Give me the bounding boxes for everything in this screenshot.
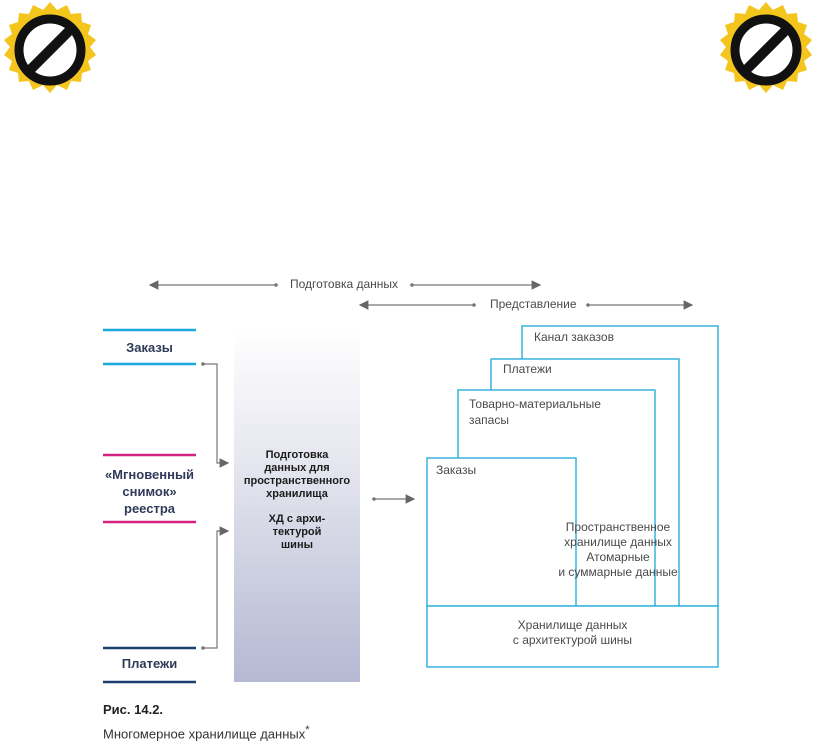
orders-box [426, 457, 577, 607]
payments-connector [201, 526, 230, 650]
source-payments: Платежи [121, 656, 178, 671]
inventory-line1: Товарно-материальные [469, 397, 601, 411]
bus-line1: Хранилище данных [517, 618, 628, 632]
orders-connector [201, 362, 230, 468]
data-prep-column-text: Подготовка данных для пространственного … [234, 449, 360, 552]
center-line4: хранилища [266, 488, 328, 500]
order-channel-label: Канал заказов [534, 330, 614, 344]
center-line7: шины [281, 539, 313, 551]
data-prep-range-arrow [148, 280, 542, 290]
source-snapshot-line1: «Мгновенный [104, 467, 195, 482]
center-to-stores-arrow [372, 494, 416, 504]
center-line1: Подготовка [265, 449, 329, 461]
data-prep-column [234, 330, 360, 682]
source-orders: Заказы [126, 340, 173, 355]
inventory-label: Товарно-материальные запасы [469, 396, 601, 428]
data-prep-label: Подготовка данных [290, 277, 399, 291]
presentation-label: Представление [490, 297, 577, 311]
dim-line1: Пространственное [565, 520, 671, 534]
payments-box-label: Платежи [503, 362, 552, 376]
figure-caption-text: Многомерное хранилище данных [103, 726, 306, 742]
bus-line2: с архитектурой шины [512, 633, 633, 647]
center-line6: тектурой [272, 526, 322, 538]
center-line5: ХД с архи- [268, 513, 326, 525]
orders-box-label: Заказы [436, 463, 477, 477]
dim-line4: и суммарные данные [558, 565, 678, 579]
source-snapshot: «Мгновенный снимок» реестра [96, 466, 203, 517]
bus-storage-box [426, 605, 719, 668]
figure-number: Рис. 14.2. [103, 702, 164, 717]
center-line2: данных для [264, 462, 330, 474]
bus-storage-text: Хранилище данных с архитектурой шины [427, 618, 718, 648]
figure-caption-mark: * [305, 724, 310, 736]
figure-caption: Многомерное хранилище данных* [103, 724, 310, 741]
center-line3: пространственного [243, 475, 351, 487]
dim-line3: Атомарные [586, 550, 650, 564]
no-entry-badge-right-icon [720, 2, 812, 93]
source-snapshot-line3: реестра [124, 501, 175, 516]
dim-line2: хранилище данных [564, 535, 672, 549]
no-entry-badge-left-icon [4, 2, 96, 93]
source-snapshot-line2: снимок» [122, 484, 177, 499]
inventory-line2: запасы [469, 413, 509, 427]
dimensional-store-text: Пространственное хранилище данных Атомар… [548, 520, 688, 580]
presentation-range-arrow [358, 300, 694, 310]
